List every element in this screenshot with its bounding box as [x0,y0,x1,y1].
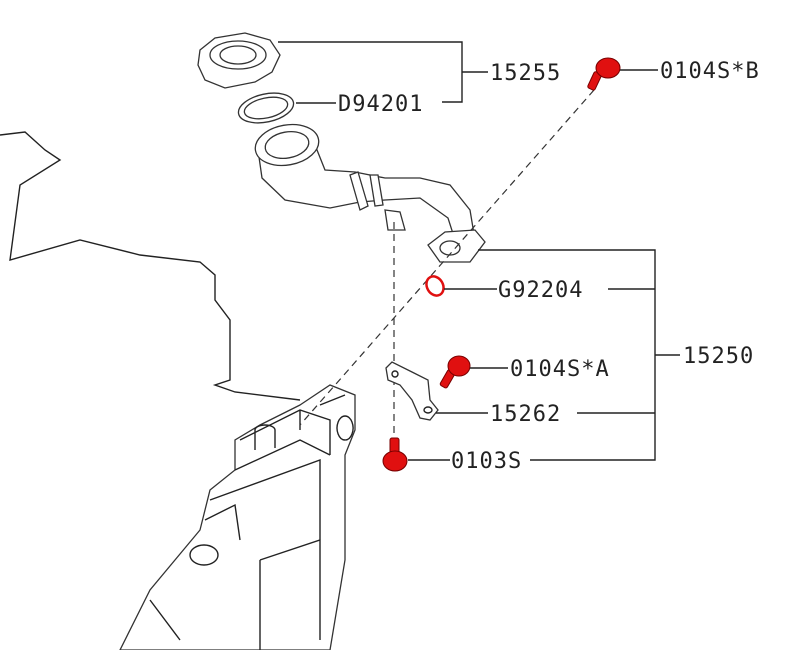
bracket-part [385,361,439,421]
leader-lines [278,41,680,461]
callout-15250[interactable]: 15250 [683,344,754,369]
o-ring-part [425,275,445,297]
bolt-b-part [587,57,621,91]
callout-15262[interactable]: 15262 [490,402,561,427]
assembly-line-bolt-b [299,89,595,426]
oil-filler-pipe [254,123,486,263]
callout-15255[interactable]: 15255 [490,61,561,86]
callout-0103s[interactable]: 0103S [451,449,522,474]
callout-0104s-a[interactable]: 0104S*A [510,357,610,382]
callout-0104s-b[interactable]: 0104S*B [660,59,760,84]
engine-block [0,131,356,650]
callout-g92204[interactable]: G92204 [498,278,583,303]
bolt-a-part [439,355,471,389]
callout-d94201[interactable]: D94201 [338,92,423,117]
bolt-0103s-part [382,437,408,472]
cap-gasket [237,92,295,124]
oil-filler-cap [197,32,281,89]
